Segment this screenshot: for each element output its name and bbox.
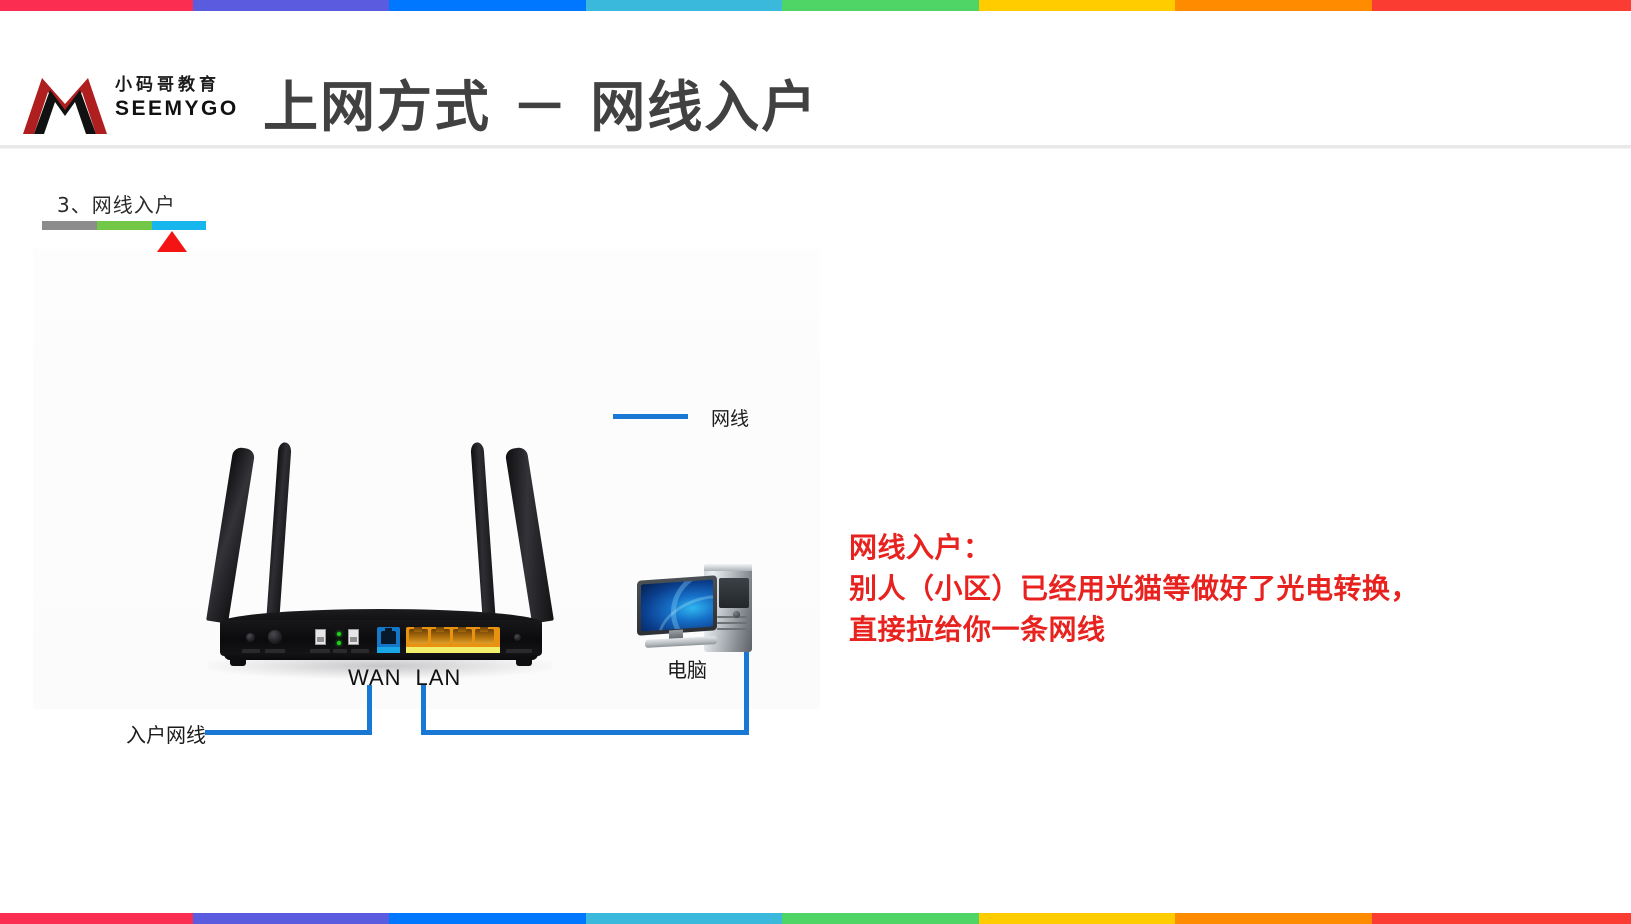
pc-monitor — [637, 575, 717, 636]
router-chassis-base — [224, 653, 538, 660]
brand-name-cn: 小码哥教育 — [115, 75, 220, 95]
top-color-bar-segment-3 — [389, 0, 586, 11]
router-antenna-3 — [470, 441, 496, 625]
brand-logo: 小码哥教育 SEEMYGO — [20, 66, 239, 146]
page-title: 上网方式 － 网线入户 — [263, 75, 819, 139]
pc-tower-drive-bay — [719, 578, 749, 608]
router-foot-right — [516, 657, 532, 666]
note-line-3: 直接拉给你一条网线 — [849, 613, 1106, 646]
lan-label: LAN — [415, 665, 462, 690]
slide-body: 3、网线入户 网线 入户网线 — [0, 149, 1631, 913]
brand-logo-text: 小码哥教育 SEEMYGO — [115, 74, 239, 122]
router-lan-port-3 — [453, 627, 472, 644]
bottom-color-bar-segment-4 — [586, 913, 782, 924]
router-lan-strip — [406, 647, 500, 655]
router-port-caption-1 — [242, 649, 260, 655]
router-port-caption-6 — [506, 649, 532, 655]
router-port-caption-3 — [310, 649, 330, 655]
step-progress-segment-1 — [42, 221, 97, 230]
router-shadow — [208, 657, 552, 679]
top-color-bar-segment-6 — [979, 0, 1175, 11]
router-wan-strip — [377, 647, 400, 655]
cable-pc-riser — [744, 639, 749, 735]
router-status-led-1 — [337, 632, 341, 636]
router-usb-port-2 — [348, 629, 359, 645]
incoming-cable-label: 入户网线 — [126, 723, 206, 747]
pc-tower-vent-2 — [717, 622, 747, 624]
top-color-bar-segment-2 — [193, 0, 389, 11]
router-antenna-2 — [266, 441, 292, 625]
top-color-bar-segment-7 — [1175, 0, 1372, 11]
computer-label: 电脑 — [667, 658, 707, 682]
cable-lan-horizontal — [421, 730, 749, 735]
explanation-note: 网线入户： 别人（小区）已经用光猫等做好了光电转换， 直接拉给你一条网线 — [849, 527, 1489, 650]
legend: 网线 — [613, 404, 783, 430]
header-divider — [0, 145, 1631, 148]
router-power-button[interactable] — [268, 630, 282, 644]
seemygo-logo-icon — [23, 78, 107, 134]
top-color-bar-segment-4 — [586, 0, 782, 11]
top-color-bar-segment-1 — [0, 0, 193, 11]
pc-tower-vent-1 — [717, 616, 747, 618]
router-status-led-2 — [337, 641, 341, 645]
bottom-color-bar-segment-3 — [389, 913, 586, 924]
router-chassis — [220, 609, 542, 666]
router-port-caption-5 — [351, 649, 369, 655]
router-antenna-1 — [206, 446, 256, 624]
pc-tower-top — [704, 564, 752, 571]
header-divider-soft — [0, 148, 1631, 149]
step-arrow-icon — [157, 231, 187, 252]
top-color-bar-segment-8 — [1372, 0, 1631, 11]
step-progress-segment-2 — [97, 221, 152, 230]
legend-cable-line-icon — [613, 414, 688, 419]
router-power-jack — [514, 634, 521, 641]
router-lan-port-1 — [409, 627, 428, 644]
top-color-bar — [0, 0, 1631, 11]
router-lan-port-4 — [475, 627, 494, 644]
bottom-color-bar-segment-5 — [782, 913, 979, 924]
router-device — [200, 434, 560, 679]
step-label: 3、网线入户 — [57, 193, 176, 217]
cable-wan-drop — [367, 685, 372, 735]
router-port-caption-2 — [265, 649, 285, 655]
router-usb-port-1 — [315, 629, 326, 645]
note-line-2: 别人（小区）已经用光猫等做好了光电转换， — [849, 572, 1420, 605]
step-progress-segment-3 — [152, 221, 206, 230]
brand-name-en: SEEMYGO — [115, 97, 239, 120]
legend-cable-label: 网线 — [711, 408, 750, 430]
top-color-bar-segment-5 — [782, 0, 979, 11]
bottom-color-bar-segment-6 — [979, 913, 1175, 924]
router-port-caption-4 — [333, 649, 347, 655]
note-line-1: 网线入户： — [849, 531, 992, 564]
router-lan-port-2 — [431, 627, 450, 644]
wan-label: WAN — [348, 665, 402, 690]
pc-screen — [641, 579, 713, 632]
bottom-color-bar-segment-8 — [1372, 913, 1631, 924]
router-chassis-top — [220, 609, 542, 623]
pc-tower-vent-3 — [717, 628, 747, 630]
bottom-color-bar-segment-2 — [193, 913, 389, 924]
step-progress-bar — [42, 221, 206, 230]
router-antenna-4 — [504, 446, 554, 624]
router-lan-port-group — [406, 627, 500, 647]
cable-lan-drop — [421, 685, 426, 735]
router-rear-panel — [220, 620, 542, 656]
router-port-labels: WAN LAN — [348, 665, 461, 691]
router-reset-button[interactable] — [246, 633, 255, 642]
bottom-color-bar-segment-1 — [0, 913, 193, 924]
computer-device — [637, 564, 757, 659]
router-foot-left — [230, 657, 246, 666]
pc-power-button[interactable] — [733, 611, 740, 618]
router-wan-port — [377, 627, 400, 647]
cable-wan-horizontal — [205, 730, 372, 735]
bottom-color-bar-segment-7 — [1175, 913, 1372, 924]
bottom-color-bar — [0, 913, 1631, 924]
slide-header: 小码哥教育 SEEMYGO 上网方式 － 网线入户 — [0, 11, 1631, 145]
